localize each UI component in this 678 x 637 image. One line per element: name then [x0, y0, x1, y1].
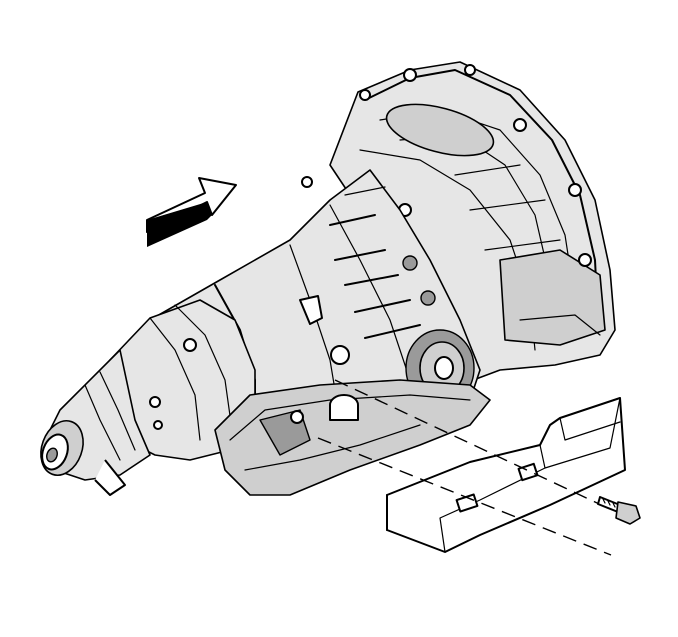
oil-pan	[214, 379, 491, 496]
front-direction-arrow-icon	[146, 177, 237, 247]
bolt-icon	[597, 496, 641, 525]
alignment-lines	[317, 379, 613, 556]
extension-housing	[40, 299, 256, 496]
bell-housing	[329, 61, 616, 386]
